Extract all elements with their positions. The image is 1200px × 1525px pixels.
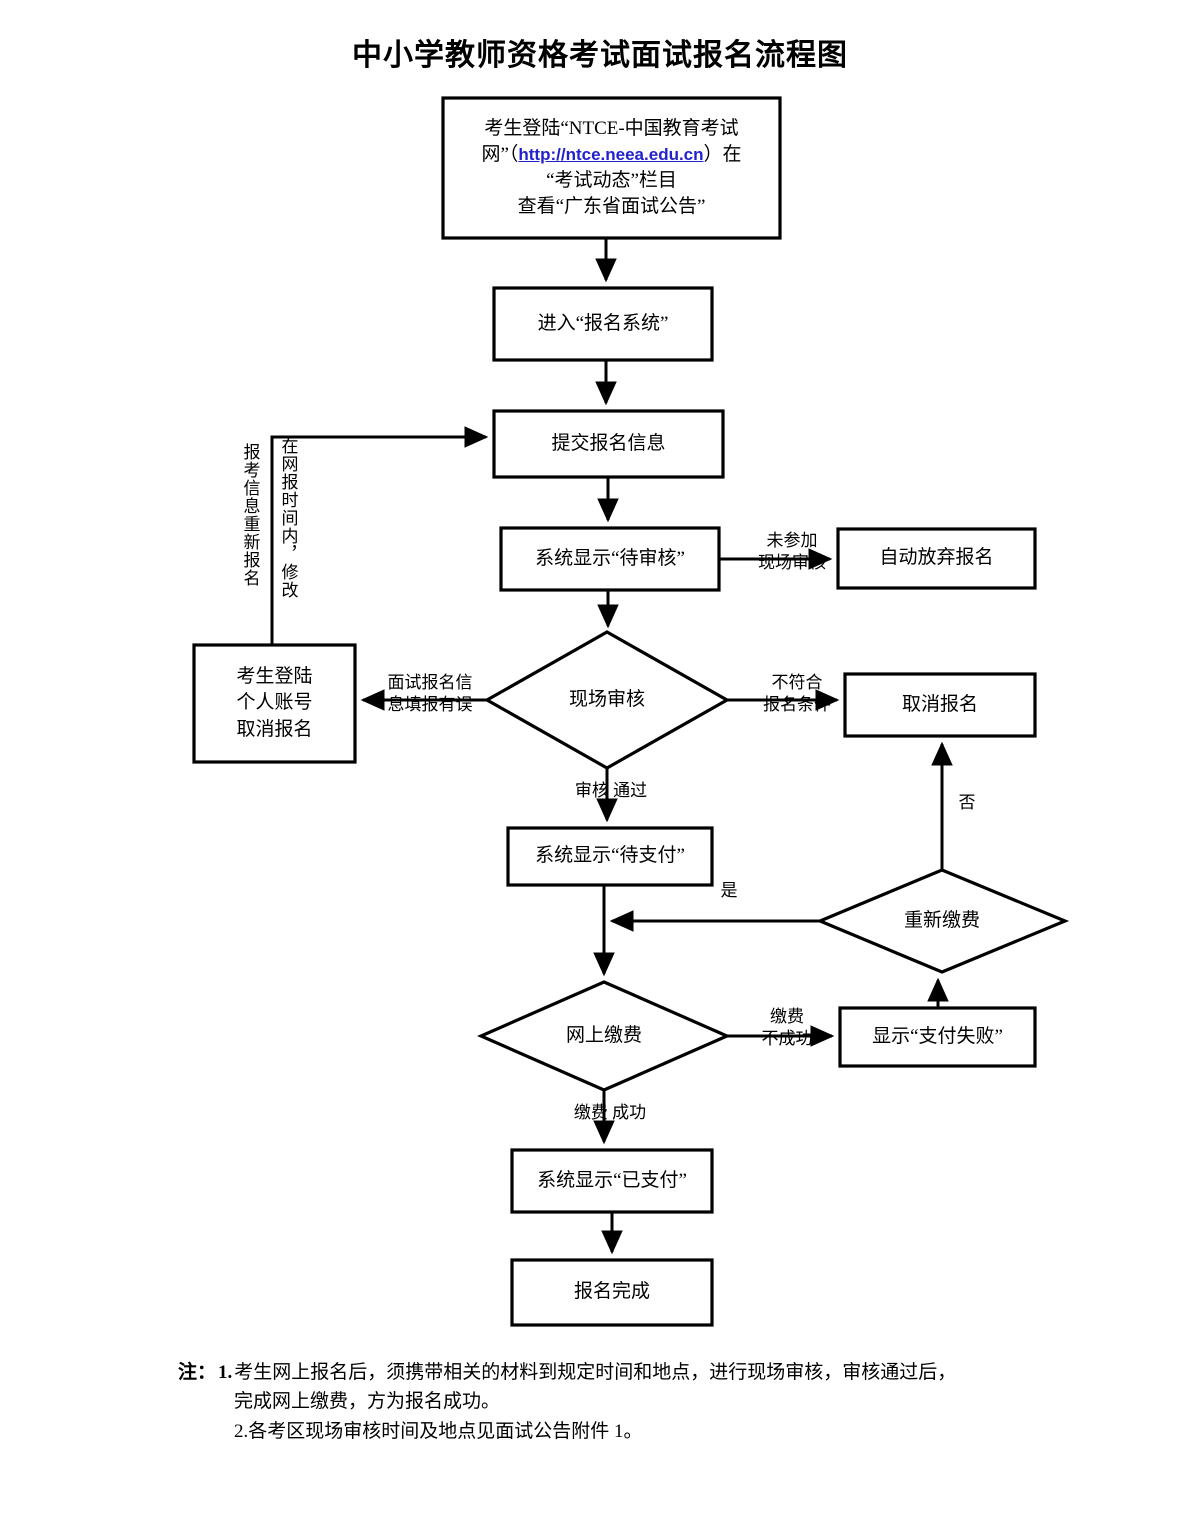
node-pending-payment-shape [506, 826, 714, 887]
node-submit-info-shape [492, 409, 725, 479]
node-cancel-by-self-line1: 考生登陆 [236, 666, 313, 688]
node-start-line2-before: 网”（ [481, 143, 519, 165]
node-cancel-registration-label: 取消报名 [901, 693, 978, 715]
node-pending-review-label: 系统显示“待审核” [535, 547, 685, 569]
node-done-shape [510, 1258, 714, 1327]
node-pay-failed-label: 显示“支付失败” [872, 1025, 1003, 1047]
edge-label-repay-yes: 是 [720, 881, 738, 900]
note-1-line-1: 考生网上报名后，须携带相关的材料到规定时间和地点，进行现场审核，审核通过后， [234, 1362, 957, 1383]
node-cancel-by-self-shape [192, 643, 357, 764]
node-submit-info-label: 提交报名信息 [551, 432, 666, 454]
node-done-label: 报名完成 [573, 1281, 650, 1303]
node-pending-payment-label: 系统显示“待支付” [535, 845, 685, 867]
edge-cancel-by-self-to-submit-info [270, 426, 489, 645]
node-start-line1: 考生登陆“NTCE-中国教育考试 [484, 117, 739, 139]
edge-label-not-qualified-line1: 不符合 [771, 673, 823, 692]
node-auto-abandon-label: 自动放弃报名 [879, 547, 994, 569]
node-cancel-by-self-line2: 个人账号 [236, 692, 313, 714]
edge-label-no-onsite: 未参加 现场审核 [740, 530, 844, 574]
node-onsite-review-shape [483, 630, 731, 770]
node-pay-failed-shape [838, 1006, 1037, 1068]
edge-label-info-error: 面试报名信 息填报有误 [370, 672, 490, 716]
node-repay-label: 重新缴费 [903, 909, 980, 931]
node-online-pay-shape [477, 980, 731, 1092]
node-repay-shape [815, 868, 1070, 974]
node-start-line2-after: ）在 [703, 143, 742, 165]
node-cancel-by-self-line3: 取消报名 [236, 718, 313, 740]
edge-label-pay-success: 缴费 成功 [573, 1103, 647, 1122]
edge-label-review-pass: 审核 通过 [574, 781, 648, 800]
node-auto-abandon-shape [836, 527, 1037, 590]
node-paid-label: 系统显示“已支付” [537, 1169, 687, 1191]
edge-label-repay-no: 否 [958, 793, 976, 812]
note-1-line-2: 完成网上缴费，方为报名成功。 [234, 1391, 501, 1413]
node-cancel-by-self-label: 考生登陆 个人账号 取消报名 [194, 645, 355, 762]
ntce-website-link[interactable]: http://ntce.neea.edu.cn [518, 144, 704, 164]
edge-label-pay-fail-line2: 不成功 [761, 1029, 813, 1049]
note-row-1: 注： 1. 考生网上报名后，须携带相关的材料到规定时间和地点，进行现场审核，审核… [178, 1358, 1078, 1387]
node-start-line4: 查看“广东省面试公告” [517, 196, 706, 218]
node-pending-review-shape [499, 526, 721, 592]
node-online-pay-label: 网上缴费 [565, 1024, 642, 1046]
edge-label-info-error-line1: 面试报名信 [387, 673, 473, 692]
edge-label-pay-fail: 缴费 不成功 [747, 1006, 827, 1050]
edge-label-not-qualified: 不符合 报名条件 [745, 672, 849, 716]
node-cancel-registration-shape [843, 672, 1037, 738]
edge-label-pay-fail-line1: 缴费 [770, 1007, 804, 1026]
node-paid-shape [510, 1148, 714, 1214]
note-1-number: 1. [218, 1362, 233, 1383]
notes-tag: 注： [178, 1362, 217, 1383]
notes-block: 注： 1. 考生网上报名后，须携带相关的材料到规定时间和地点，进行现场审核，审核… [178, 1358, 1078, 1446]
node-start-label: 考生登陆“NTCE-中国教育考试 网”（http://ntce.neea.edu… [443, 98, 780, 238]
edge-label-not-qualified-line2: 报名条件 [763, 695, 831, 715]
edge-label-reapply-vertical: 报考信息重新报名 [240, 443, 260, 587]
node-enter-system-shape [492, 286, 714, 362]
edge-label-info-error-line2: 息填报有误 [387, 695, 473, 715]
edge-label-no-onsite-line1: 未参加 [766, 531, 818, 550]
page-title: 中小学教师资格考试面试报名流程图 [352, 39, 848, 72]
node-start-line2: 网”（http://ntce.neea.edu.cn）在 [481, 142, 741, 168]
node-onsite-review-label: 现场审核 [568, 688, 645, 710]
edge-label-modify-vertical: 在网报时间内，修改 [278, 437, 298, 599]
edge-label-no-onsite-line2: 现场审核 [758, 553, 826, 573]
node-enter-system-label: 进入“报名系统” [537, 312, 669, 334]
note-2: 2.各考区现场审核时间及地点见面试公告附件 1。 [234, 1420, 643, 1442]
node-start-line3: “考试动态”栏目 [546, 170, 677, 191]
node-start-shape [441, 96, 782, 240]
